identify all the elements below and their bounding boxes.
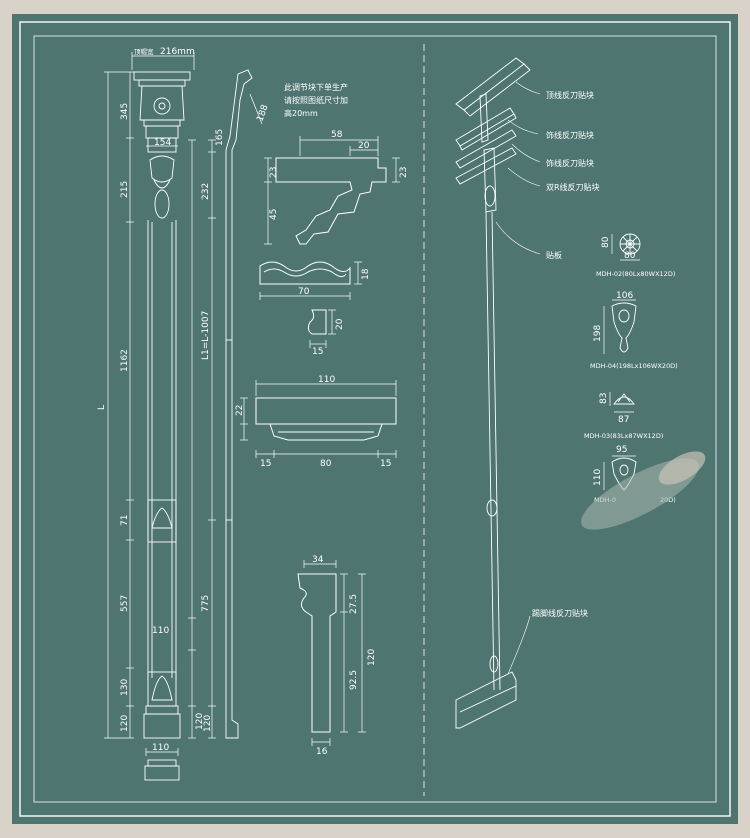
dim-seg-557: 557 <box>120 595 130 612</box>
dim-wave-18: 18 <box>361 268 371 280</box>
ornament-mdh-02 <box>611 233 641 261</box>
dim-base-22: 22 <box>235 405 245 416</box>
dim-plinth-16: 16 <box>316 747 328 757</box>
note-line-2: 请按照图纸尺寸加 <box>284 95 348 105</box>
dim-side-775: 775 <box>201 595 211 612</box>
dim-crown-23a: 23 <box>269 167 279 178</box>
board-background <box>12 14 738 824</box>
outer-frame <box>19 21 731 817</box>
ornament-mdh-04 <box>603 299 637 354</box>
dim-crown-58: 58 <box>331 130 343 140</box>
dim-total-height: L <box>97 405 107 410</box>
dim-seg-71: 71 <box>120 515 130 526</box>
ornament-mdh-02-h: 80 <box>601 236 611 248</box>
crown-profile <box>275 157 387 245</box>
dim-side-165: 165 <box>215 129 225 146</box>
dim-small-20: 20 <box>335 318 345 330</box>
dim-wave-70: 70 <box>298 287 310 297</box>
ornament-mdh-04-w: 106 <box>616 291 633 301</box>
column-right-dim-chain <box>188 139 196 739</box>
plinth-profile <box>297 573 337 733</box>
column-left-dim-chain <box>104 71 134 739</box>
wave-dims <box>259 261 362 300</box>
dim-base-110: 110 <box>318 375 335 385</box>
dim-plinth-34: 34 <box>312 555 324 565</box>
dim-seg-1162: 1162 <box>120 349 130 372</box>
base-profile <box>255 397 397 441</box>
dim-side-232: 232 <box>201 183 211 200</box>
base-dims <box>240 380 397 458</box>
ornament-mdh-02-w: 80 <box>624 251 636 261</box>
ornament-mdh-03-h: 83 <box>599 393 609 404</box>
dim-seg-130: 130 <box>120 679 130 696</box>
callout-crown: 顶线反刀贴块 <box>546 90 594 100</box>
callout-double-r: 双R线反刀贴块 <box>546 182 600 192</box>
smudge-mark-light <box>658 451 706 485</box>
ornament-mdh-03-w: 87 <box>618 415 629 425</box>
side-dim-chain <box>208 93 263 739</box>
dim-seg-110: 110 <box>152 626 169 636</box>
dim-base-width: 110 <box>152 743 169 753</box>
callout-trim-2: 饰线反刀贴块 <box>546 158 594 168</box>
dim-seg-345: 345 <box>120 103 130 120</box>
ornament-mdh-03-label: MDH-03(83Lx87WX12D) <box>584 432 663 440</box>
ornament-mdh-02-label: MDH-02(80Lx80WX12D) <box>596 270 675 278</box>
side-section <box>225 69 253 739</box>
callout-trim-1: 饰线反刀贴块 <box>546 130 594 140</box>
dim-crown-45: 45 <box>269 209 279 220</box>
ornament-mdh-04-h: 198 <box>593 325 603 342</box>
dim-seg-120: 120 <box>120 715 130 732</box>
ornament-mdh-04-label: MDH-04(198Lx106WX20D) <box>590 362 678 370</box>
plinth-dims <box>303 560 366 746</box>
dim-side-120: 120 <box>203 715 213 732</box>
dim-base-15a: 15 <box>260 459 271 469</box>
wave-profile <box>259 261 351 285</box>
dim-seg-215: 215 <box>120 181 130 198</box>
small-profile <box>307 309 327 335</box>
callout-panel: 贴板 <box>546 250 562 260</box>
column-elevation <box>133 71 191 781</box>
dim-capital-inner: 154 <box>154 138 171 148</box>
callout-leaders <box>495 81 541 675</box>
dim-top-width: 216mm <box>160 47 195 57</box>
dim-small-15: 15 <box>312 347 323 357</box>
ornament-mdh-05-w: 95 <box>616 445 627 455</box>
crown-dims <box>264 136 400 245</box>
dim-seg-120-right: 120 <box>195 713 205 730</box>
column-top-dim <box>131 52 195 756</box>
dim-base-15b: 15 <box>380 459 391 469</box>
dim-top-width-prefix: 顶帽宽 <box>134 47 154 56</box>
dim-crown-20: 20 <box>358 141 370 151</box>
dim-plinth-120: 120 <box>367 649 377 666</box>
dim-plinth-27-5: 27.5 <box>349 594 359 614</box>
dim-crown-23b: 23 <box>399 167 409 178</box>
note-line-3: 高20mm <box>284 108 318 118</box>
dim-base-80: 80 <box>320 459 332 469</box>
exploded-assembly <box>455 57 531 729</box>
small-dims <box>309 309 336 348</box>
note-line-1: 此调节块下单生产 <box>284 82 348 92</box>
ornament-mdh-03 <box>609 392 635 413</box>
ornament-mdh-05-h: 110 <box>593 469 603 486</box>
dim-plinth-92-5: 92.5 <box>349 670 359 690</box>
inner-frame <box>33 35 717 803</box>
dim-side-l1: L1=L-1007 <box>201 311 211 360</box>
callout-skirting: 踢脚线反刀贴块 <box>532 608 588 618</box>
